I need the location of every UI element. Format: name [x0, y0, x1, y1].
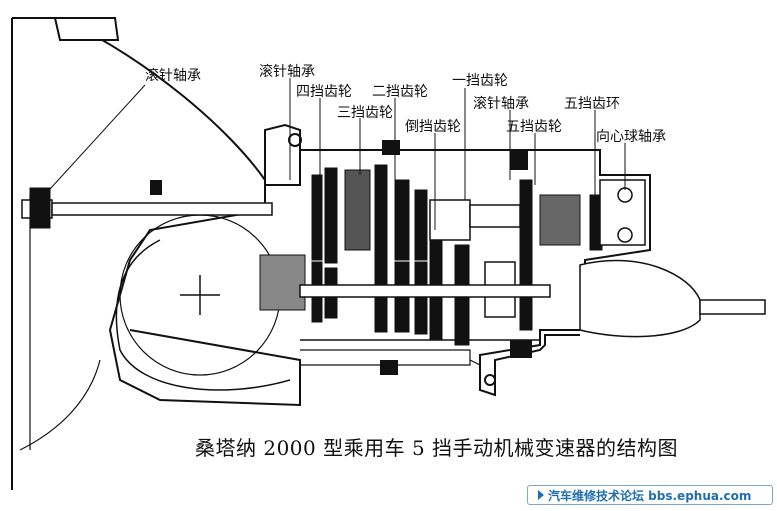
label-reverse-gear: 倒挡齿轮	[405, 119, 461, 135]
bell-housing	[11, 17, 301, 490]
watermark-text: 汽车维修技术论坛 bbs.ephua.com	[548, 488, 752, 503]
leader-lines	[39, 78, 626, 230]
gearbox-housing	[264, 123, 651, 397]
diagram-caption: 桑塔纳 2000 型乘用车 5 挡手动机械变速器的结构图	[195, 436, 679, 460]
label-roller-bearing-left: 滚针轴承	[145, 67, 201, 84]
input-shaft	[21, 187, 273, 229]
label-roller-bearing-right: 滚针轴承	[473, 95, 529, 112]
label-fourth-gear: 四挡齿轮	[296, 84, 352, 100]
label-radial-ball-bearing: 向心球轴承	[596, 129, 666, 145]
label-second-gear: 二挡齿轮	[372, 84, 428, 100]
label-roller-bearing-top: 滚针轴承	[259, 63, 315, 80]
label-fifth-gear-ring: 五挡齿环	[564, 96, 620, 112]
counter-shaft	[299, 284, 551, 298]
bearing-blocks	[150, 140, 532, 375]
output-housing	[579, 179, 766, 338]
label-fifth-gear: 五挡齿轮	[506, 119, 562, 135]
label-third-gear: 三挡齿轮	[337, 105, 393, 121]
watermark-badge: 汽车维修技术论坛 bbs.ephua.com	[527, 485, 773, 505]
arrow-icon	[538, 490, 544, 500]
label-first-gear: 一挡齿轮	[452, 73, 508, 89]
gear-stack-upper	[311, 164, 603, 271]
